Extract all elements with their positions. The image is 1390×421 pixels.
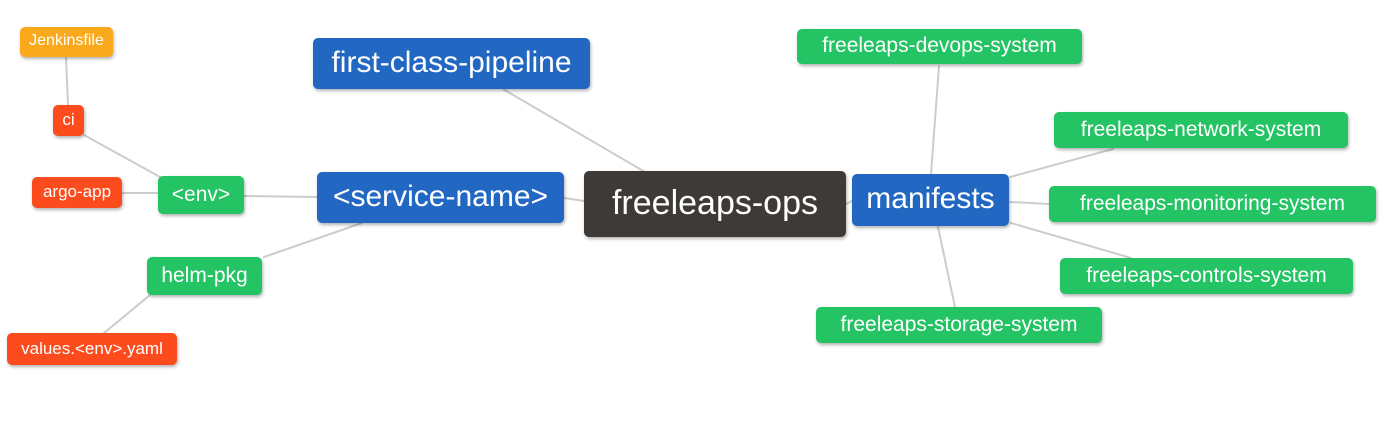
mindmap-node-label: freeleaps-storage-system (840, 312, 1078, 336)
edge-first-class-pipeline-to-freeleaps-ops (502, 88, 646, 173)
mindmap-node-service-name[interactable]: <service-name> (317, 172, 564, 223)
mindmap-node-label: first-class-pipeline (331, 45, 572, 79)
mindmap-node-freeleaps-devops-system[interactable]: freeleaps-devops-system (797, 29, 1082, 64)
edge-manifests-to-freeleaps-devops-system (930, 65, 940, 175)
mindmap-node-label: freeleaps-controls-system (1086, 263, 1327, 287)
edge-service-name-to-freeleaps-ops (563, 197, 585, 202)
mindmap-node-label: freeleaps-devops-system (822, 34, 1057, 57)
mindmap-node-label: Jenkinsfile (29, 32, 104, 49)
mindmap-node-label: manifests (866, 182, 995, 215)
edge-manifests-to-freeleaps-monitoring-system (1009, 201, 1050, 205)
edge-manifests-to-freeleaps-network-system (1009, 148, 1114, 178)
mindmap-node-label: helm-pkg (161, 263, 248, 287)
mindmap-node-freeleaps-monitoring-system[interactable]: freeleaps-monitoring-system (1049, 186, 1376, 222)
edge-ci-to-env (83, 134, 161, 178)
mindmap-node-freeleaps-network-system[interactable]: freeleaps-network-system (1054, 112, 1348, 148)
mindmap-node-label: freeleaps-monitoring-system (1080, 191, 1345, 215)
mindmap-node-freeleaps-ops[interactable]: freeleaps-ops (584, 171, 846, 237)
edge-jenkinsfile-to-ci (65, 56, 69, 106)
edge-env-to-service-name (243, 195, 318, 198)
mindmap-node-argo-app[interactable]: argo-app (32, 177, 122, 208)
mindmap-node-label: <service-name> (332, 179, 549, 213)
mindmap-node-label: argo-app (42, 182, 112, 201)
mindmap-node-label: values.<env>.yaml (21, 338, 163, 358)
mindmap-node-env[interactable]: <env> (158, 176, 244, 214)
mindmap-node-label: freeleaps-ops (611, 184, 818, 222)
mindmap-node-label: ci (62, 110, 75, 129)
mindmap-node-first-class-pipeline[interactable]: first-class-pipeline (313, 38, 590, 89)
mindmap-node-manifests[interactable]: manifests (852, 174, 1009, 226)
edge-values-env-yaml-to-helm-pkg (103, 294, 151, 334)
mindmap-node-freeleaps-storage-system[interactable]: freeleaps-storage-system (816, 307, 1102, 343)
mindmap-node-values-env-yaml[interactable]: values.<env>.yaml (7, 333, 177, 365)
mindmap-node-freeleaps-controls-system[interactable]: freeleaps-controls-system (1060, 258, 1353, 294)
mindmap-node-label: freeleaps-network-system (1080, 117, 1322, 141)
mindmap-node-ci[interactable]: ci (53, 105, 84, 136)
edge-manifests-to-freeleaps-storage-system (937, 226, 956, 308)
edge-helm-pkg-to-service-name (263, 222, 363, 258)
edge-manifests-to-freeleaps-controls-system (1010, 222, 1132, 259)
mindmap-node-helm-pkg[interactable]: helm-pkg (147, 257, 262, 295)
mindmap-node-jenkinsfile[interactable]: Jenkinsfile (20, 27, 113, 57)
mindmap-node-label: <env> (171, 182, 231, 206)
